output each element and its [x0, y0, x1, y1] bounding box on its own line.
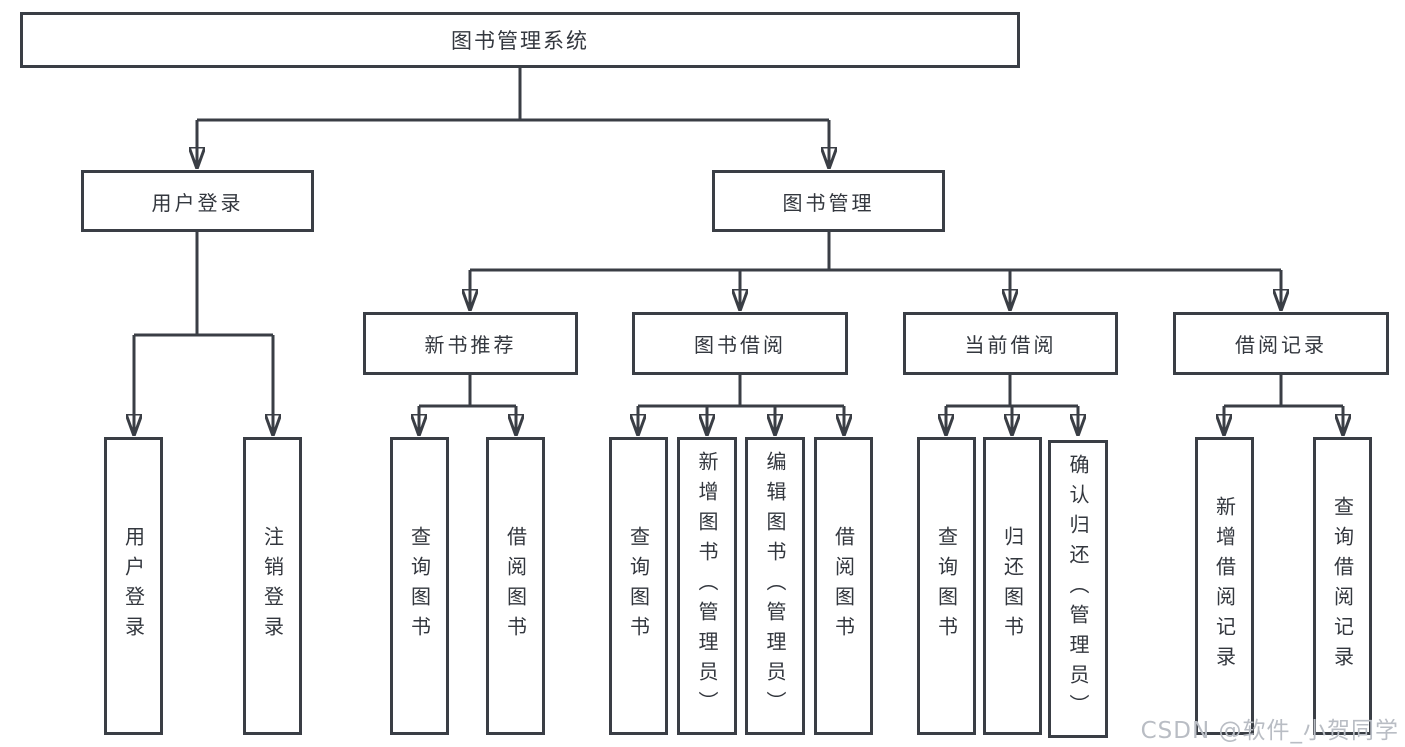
node-label: 借阅图书 [503, 526, 528, 646]
node-label: 注销登录 [260, 526, 285, 646]
node-label: 图书管理 [782, 190, 875, 215]
node-label: 查询借阅记录 [1330, 496, 1355, 676]
node-user-login: 用户登录 [81, 170, 314, 232]
node-book-management: 图书管理 [712, 170, 945, 232]
node-book-borrowing: 图书借阅 [632, 312, 848, 375]
csdn-watermark: CSDN @软件_小贺同学 [1140, 718, 1399, 744]
leaf-logout: 注销登录 [243, 437, 302, 735]
leaf-borrow-books-recommend: 借阅图书 [486, 437, 545, 735]
node-new-book-recommendation: 新书推荐 [363, 312, 578, 375]
node-label: 查询图书 [934, 526, 959, 646]
leaf-query-books-current: 查询图书 [917, 437, 976, 735]
leaf-user-login: 用户登录 [104, 437, 163, 735]
node-label: 新书推荐 [424, 333, 517, 357]
node-label: 借阅图书 [831, 526, 856, 646]
leaf-borrow-books: 借阅图书 [814, 437, 873, 735]
leaf-add-book-admin: 新增图书（管理员） [677, 437, 737, 735]
node-borrowing-records: 借阅记录 [1173, 312, 1389, 375]
leaf-return-book: 归还图书 [983, 437, 1042, 735]
node-label: 编辑图书（管理员） [763, 451, 787, 721]
node-label: 归还图书 [1000, 526, 1025, 646]
node-label: 新增图书（管理员） [695, 451, 719, 721]
node-label: 用户登录 [151, 190, 244, 215]
node-label: 图书管理系统 [451, 29, 589, 53]
node-library-management-system: 图书管理系统 [20, 12, 1020, 68]
node-label: 查询图书 [407, 526, 432, 646]
leaf-query-books-recommend: 查询图书 [390, 437, 449, 735]
node-current-borrowing: 当前借阅 [903, 312, 1118, 375]
node-label: 借阅记录 [1235, 333, 1327, 357]
node-label: 用户登录 [121, 526, 146, 646]
node-label: 图书借阅 [694, 333, 786, 357]
leaf-query-borrow-record: 查询借阅记录 [1313, 437, 1372, 735]
leaf-query-books-borrow: 查询图书 [609, 437, 668, 735]
leaf-confirm-return-admin: 确认归还（管理员） [1048, 440, 1108, 738]
node-label: 新增借阅记录 [1212, 496, 1237, 676]
node-label: 确认归还（管理员） [1066, 454, 1090, 724]
leaf-add-borrow-record: 新增借阅记录 [1195, 437, 1254, 735]
node-label: 查询图书 [626, 526, 651, 646]
leaf-edit-book-admin: 编辑图书（管理员） [745, 437, 805, 735]
node-label: 当前借阅 [964, 333, 1057, 357]
